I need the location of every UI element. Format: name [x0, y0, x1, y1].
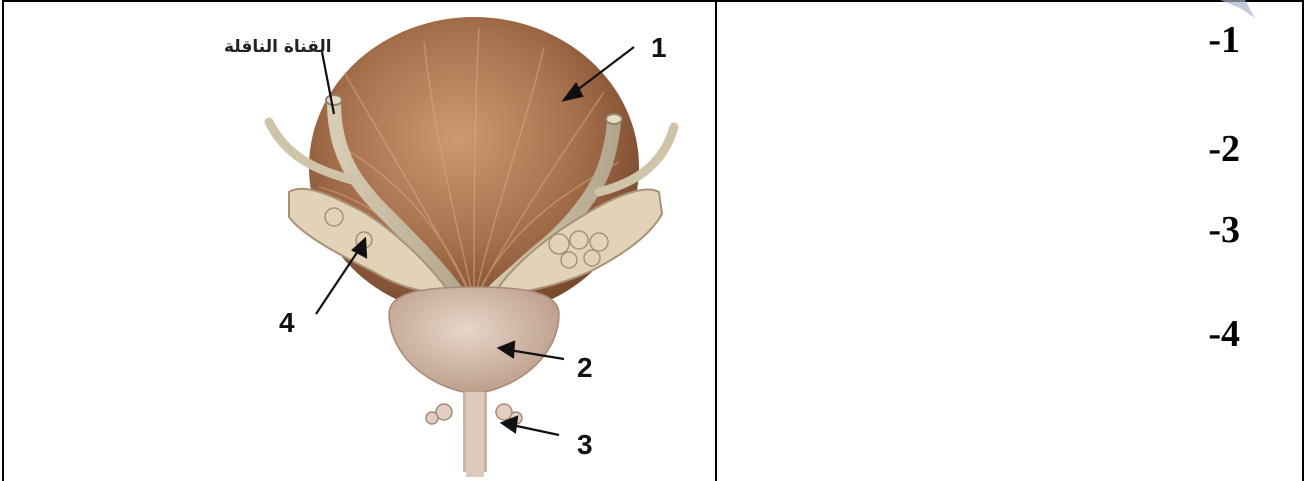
answer-column: -1 -2 -3 -4 — [717, 2, 1304, 481]
answer-line-2: -2 — [1208, 130, 1240, 168]
anatomy-figure: القناة الناقلة 1 2 3 4 — [4, 2, 715, 481]
vas-deferens-label: القناة الناقلة — [224, 37, 332, 57]
answer-line-3: -3 — [1208, 211, 1240, 249]
callout-1: 1 — [651, 32, 667, 63]
callout-3: 3 — [577, 429, 593, 460]
answer-line-4: -4 — [1208, 315, 1240, 353]
answer-line-1: -1 — [1208, 21, 1240, 59]
callout-2: 2 — [577, 352, 593, 383]
callout-4: 4 — [279, 307, 295, 338]
prostate-illustration: القناة الناقلة 1 2 3 4 — [4, 2, 715, 481]
prostate-gland — [389, 287, 559, 394]
